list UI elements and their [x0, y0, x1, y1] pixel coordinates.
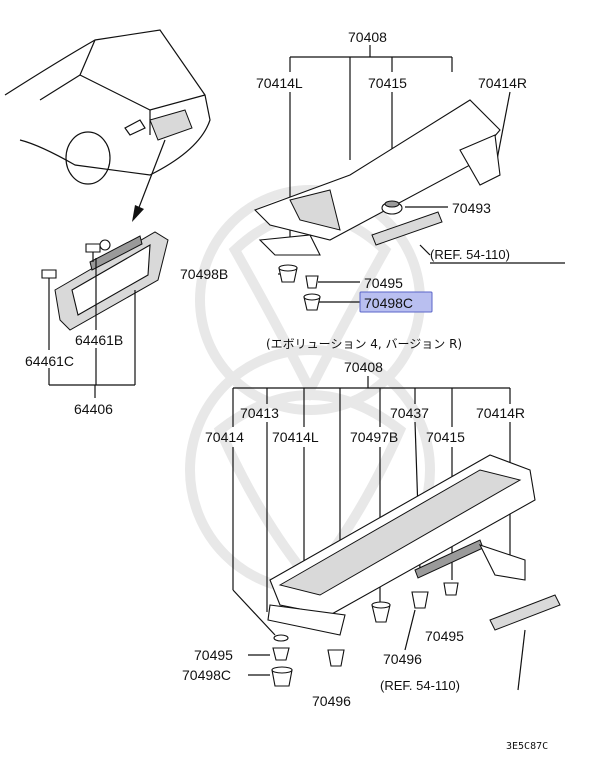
leader-lines-left — [48, 258, 136, 398]
label-70408-bottom: 70408 — [344, 359, 383, 375]
label-70498B: 70498B — [180, 266, 228, 282]
part-70493 — [381, 200, 403, 215]
label-70498C-top: 70498C — [364, 295, 413, 311]
label-70498C-left: 70498C — [182, 667, 231, 683]
label-64406: 64406 — [74, 401, 113, 417]
clip-70498B — [278, 264, 298, 283]
label-70408-top: 70408 — [348, 29, 387, 45]
clip-70497B — [371, 601, 391, 623]
label-70413: 70413 — [240, 405, 279, 421]
label-70495-right: 70495 — [425, 628, 464, 644]
clip-70498C-left — [271, 666, 293, 687]
label-70414R-bottom: 70414R — [476, 405, 525, 421]
clip-70495-right — [443, 582, 459, 596]
rear-spoiler-bottom-part — [267, 454, 536, 636]
label-70497B: 70497B — [350, 429, 398, 445]
label-64461C: 64461C — [25, 353, 74, 369]
label-70415-bottom: 70415 — [426, 429, 465, 445]
clip-70496-bottom — [327, 649, 345, 667]
clip-64461C — [41, 269, 57, 287]
stop-lamp-bottom — [489, 594, 561, 631]
license-garnish-part — [54, 231, 169, 331]
rear-spoiler-top-part — [254, 99, 501, 256]
label-70414: 70414 — [205, 429, 244, 445]
car-rear-illustration — [4, 29, 211, 185]
label-70496-bottom: 70496 — [312, 693, 351, 709]
clip-64461B — [85, 239, 111, 262]
stop-lamp-top — [371, 211, 443, 246]
pointer-arrow — [132, 139, 166, 222]
label-70414R-top: 70414R — [478, 75, 527, 91]
highlight-70498C — [359, 291, 433, 313]
label-70415-top: 70415 — [368, 75, 407, 91]
ref-54-110-bottom[interactable]: (REF. 54-110) — [380, 678, 460, 693]
ref-54-110-top[interactable]: (REF. 54-110) — [430, 247, 510, 262]
label-64461B: 64461B — [75, 332, 123, 348]
label-70437: 70437 — [390, 405, 429, 421]
label-70495-top: 70495 — [364, 275, 403, 291]
clip-70495-top — [305, 275, 319, 289]
clip-70496-right — [411, 591, 429, 609]
diagram-code: 3E5C87C — [506, 741, 548, 752]
label-70414L-bottom: 70414L — [272, 429, 319, 445]
label-70496-right: 70496 — [383, 651, 422, 667]
clip-70495-left — [272, 634, 290, 661]
clip-70498C-top — [303, 293, 321, 311]
label-70414L-top: 70414L — [256, 75, 303, 91]
label-70493: 70493 — [452, 200, 491, 216]
label-70495-left: 70495 — [194, 647, 233, 663]
note-evolution-4-version-r: (エボリューション 4, バージョン R) — [266, 337, 462, 351]
